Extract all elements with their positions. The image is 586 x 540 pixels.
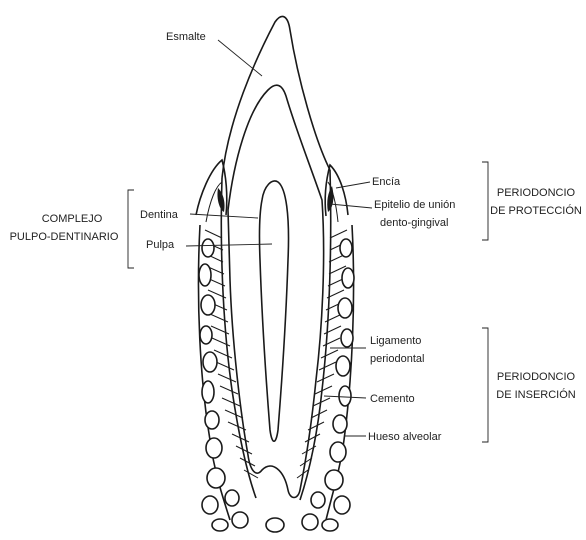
label-esmalte: Esmalte	[166, 31, 206, 43]
label-ligamento-line1: Ligamento	[370, 335, 421, 347]
trabecular-bone-left	[199, 239, 248, 531]
bracket-insercion	[482, 328, 488, 442]
label-hueso: Hueso alveolar	[368, 431, 442, 443]
label-pulpa: Pulpa	[146, 239, 175, 251]
tooth-illustration	[196, 16, 354, 532]
pulp-canal	[259, 181, 288, 441]
group-proteccion-line2: DE PROTECCIÓN	[490, 204, 582, 217]
junctional-epithelium-right	[327, 186, 333, 212]
label-ligamento-line2: periodontal	[370, 353, 424, 365]
label-dentina: Dentina	[140, 209, 179, 221]
ligament-fibres-right	[297, 230, 347, 478]
label-epitelio-line2: dento-gingival	[380, 217, 449, 229]
group-insercion-line2: DE INSERCIÓN	[496, 388, 576, 401]
label-epitelio-line1: Epitelio de unión	[374, 199, 455, 211]
dentin-outline	[228, 85, 324, 497]
group-proteccion-line1: PERIODONCIO	[497, 187, 576, 199]
leader-lines	[128, 40, 488, 442]
group-insercion-line1: PERIODONCIO	[497, 371, 576, 383]
trabecular-bone-right	[266, 239, 354, 532]
label-encia: Encía	[372, 176, 401, 188]
group-complejo-line1: COMPLEJO	[42, 213, 103, 225]
group-complejo-line2: PULPO-DENTINARIO	[10, 231, 119, 243]
root-outline	[221, 170, 330, 500]
bracket-complejo	[128, 190, 134, 268]
bracket-proteccion	[482, 162, 488, 240]
label-cemento: Cemento	[370, 393, 415, 405]
